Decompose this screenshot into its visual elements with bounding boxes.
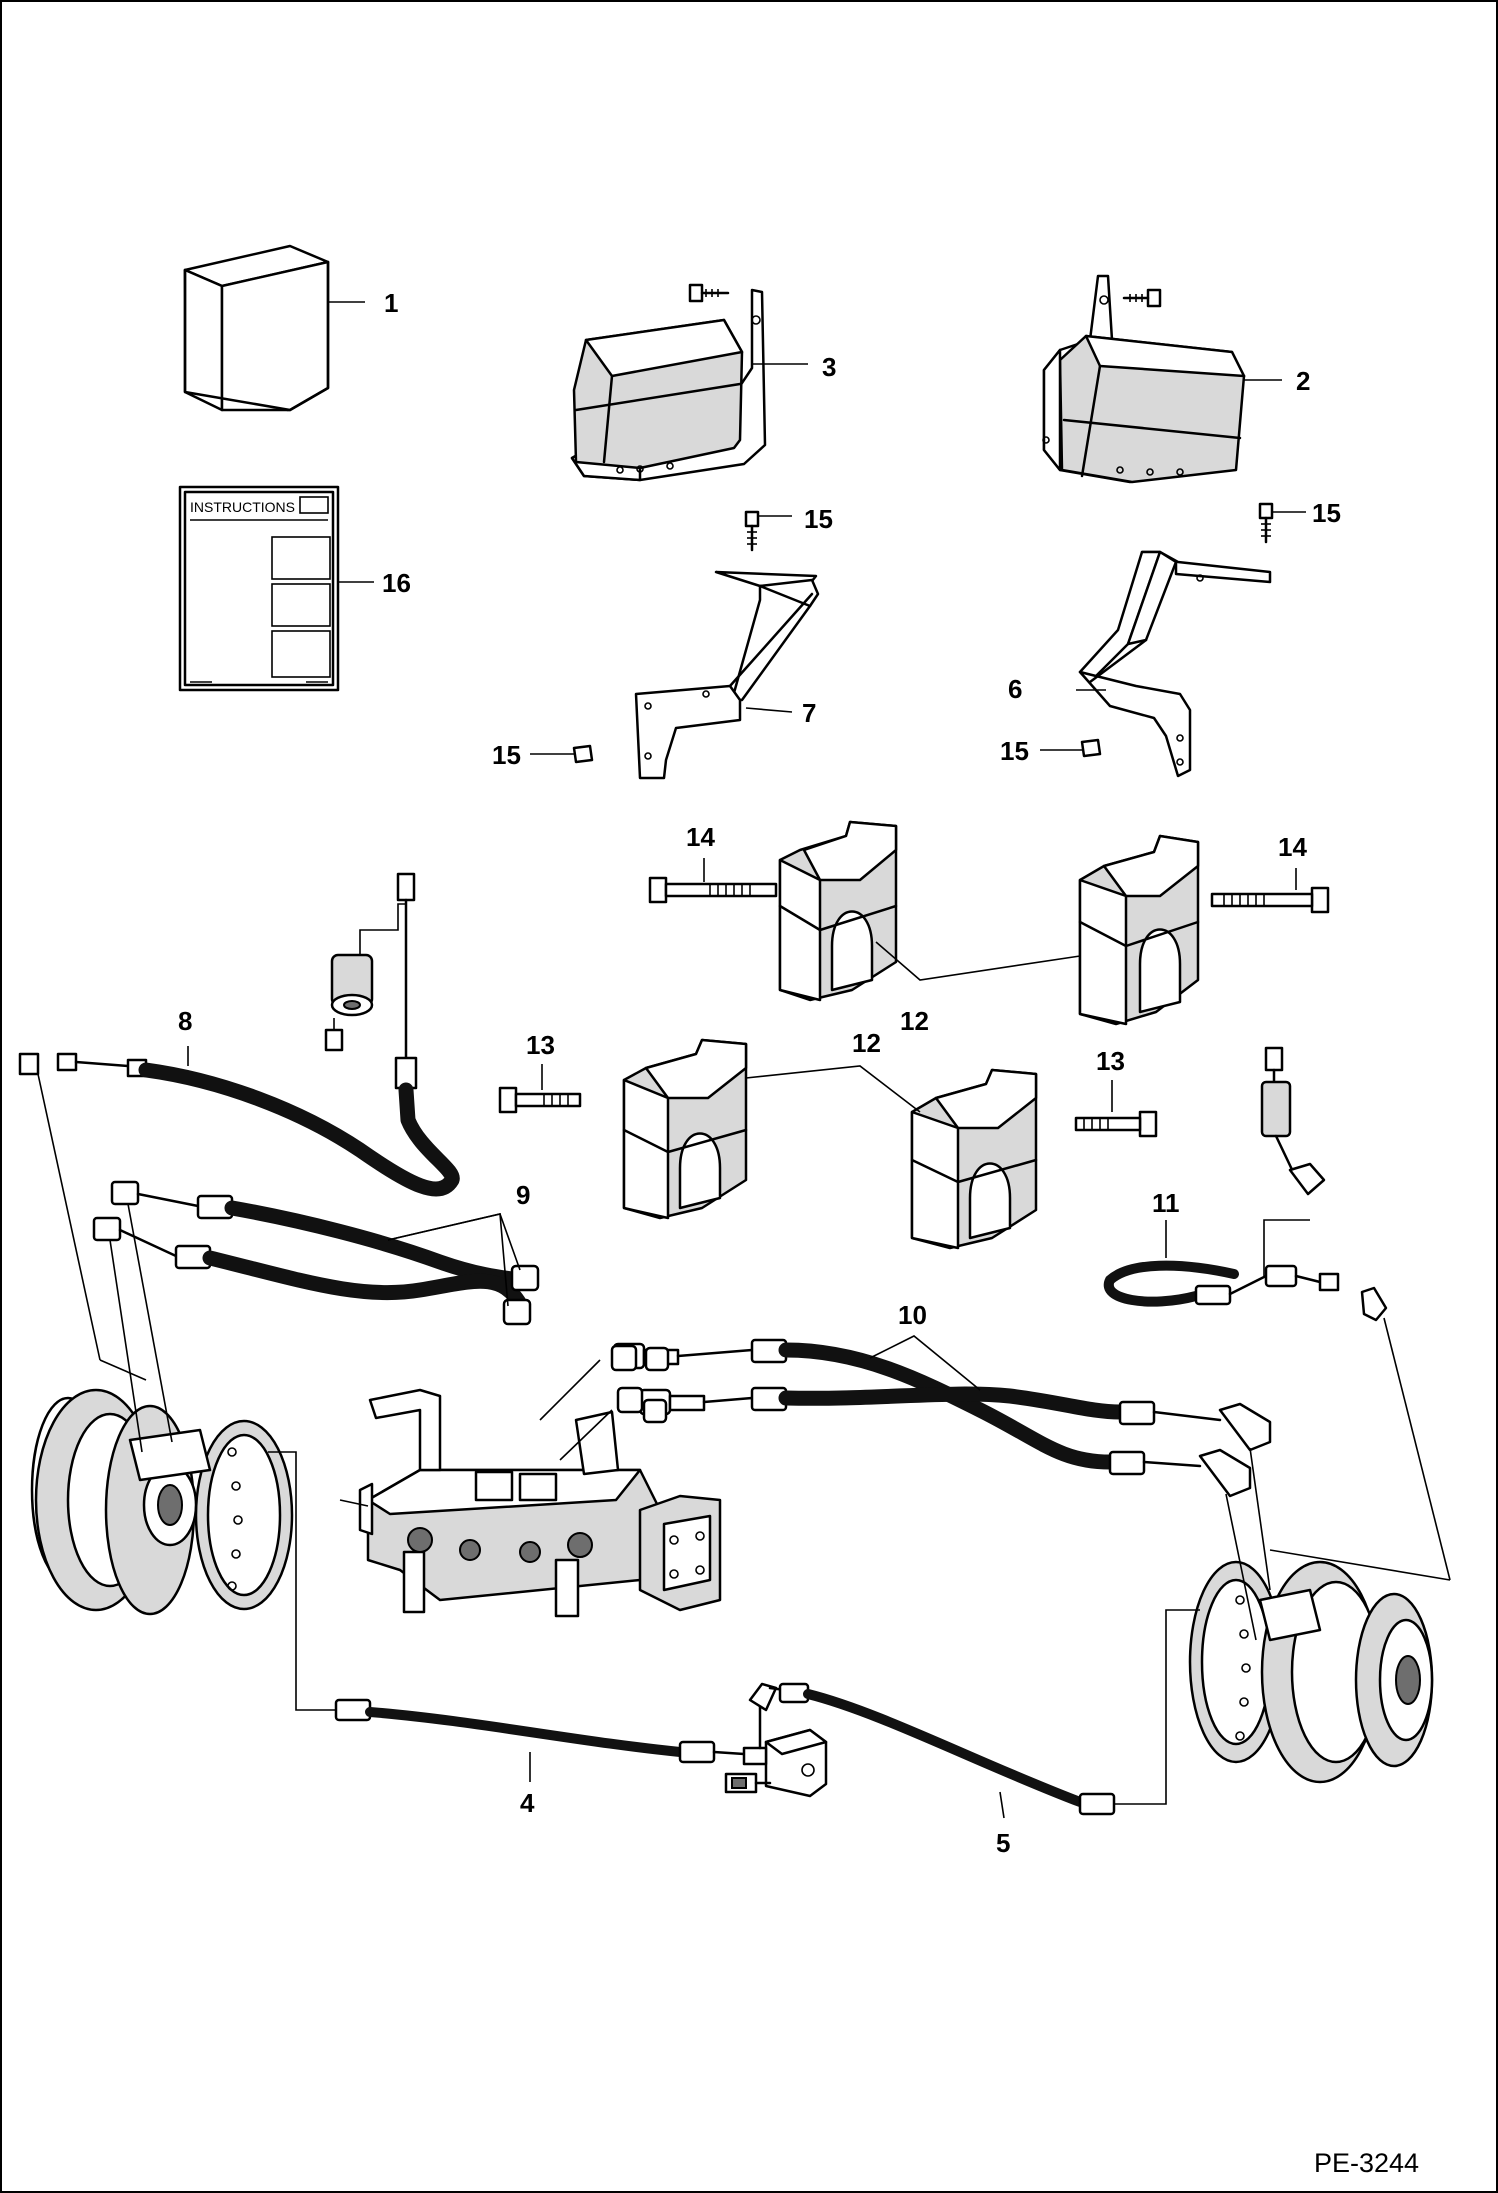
callout-13a: 13 <box>526 1030 555 1060</box>
callout-numbers: 1 2 3 4 5 6 7 8 9 10 11 12 12 13 13 14 1… <box>178 288 1341 1858</box>
drive-motor-left <box>30 1073 294 1616</box>
part-12-block-upper-left <box>778 820 898 1002</box>
hydrostatic-pump <box>339 1344 722 1618</box>
part-12-block-lower-right <box>910 1068 1038 1250</box>
callout-9: 9 <box>516 1180 530 1210</box>
callout-8: 8 <box>178 1006 192 1036</box>
figure-reference: PE-3244 <box>1314 2148 1419 2178</box>
callout-12a: 12 <box>900 1006 929 1036</box>
callout-15d: 15 <box>1000 736 1029 766</box>
callout-15c: 15 <box>492 740 521 770</box>
callout-5: 5 <box>996 1828 1010 1858</box>
leader-lines <box>187 301 1306 1819</box>
hose-9-pair <box>92 1180 540 1326</box>
callout-15a: 15 <box>804 504 833 534</box>
hose-10-pair <box>612 1338 1272 1498</box>
part-16-instructions: INSTRUCTIONS <box>178 485 340 692</box>
callout-7: 7 <box>802 698 816 728</box>
callout-14a: 14 <box>686 822 715 852</box>
callout-11: 11 <box>1152 1188 1180 1218</box>
drive-motor-right <box>1188 1317 1451 1784</box>
part-13-bolt-left <box>498 1086 582 1114</box>
callout-2: 2 <box>1296 366 1310 396</box>
part-2-shield <box>1042 274 1246 484</box>
hose-11 <box>1103 1219 1388 1322</box>
callout-16: 16 <box>382 568 411 598</box>
hose-4 <box>268 1451 746 1764</box>
callout-3: 3 <box>822 352 836 382</box>
callout-14b: 14 <box>1278 832 1307 862</box>
callout-15b: 15 <box>1312 498 1341 528</box>
part-14-bolt-left <box>648 876 778 904</box>
part-12-block-upper-right <box>1078 834 1200 1026</box>
part-3-shield <box>570 283 767 482</box>
tee-valve-block <box>724 1682 828 1798</box>
hose-5 <box>778 1609 1200 1816</box>
part-1-box <box>183 244 330 412</box>
part-14-bolt-right <box>1210 886 1330 914</box>
part-12-block-lower-left <box>622 1038 748 1220</box>
callout-6: 6 <box>1008 674 1022 704</box>
callout-13b: 13 <box>1096 1046 1125 1076</box>
callout-1: 1 <box>384 288 398 318</box>
part-13-bolt-right <box>1074 1110 1158 1138</box>
callout-12b: 12 <box>852 1028 881 1058</box>
hose-8 <box>18 1052 460 1197</box>
filter-assembly-right <box>1260 1046 1326 1196</box>
instructions-label: INSTRUCTIONS <box>190 499 295 515</box>
part-7-bracket <box>572 510 820 780</box>
part-6-bracket <box>1078 502 1274 778</box>
callout-10: 10 <box>898 1300 927 1330</box>
callout-4: 4 <box>520 1788 535 1818</box>
filter-assembly-left <box>324 872 418 1090</box>
